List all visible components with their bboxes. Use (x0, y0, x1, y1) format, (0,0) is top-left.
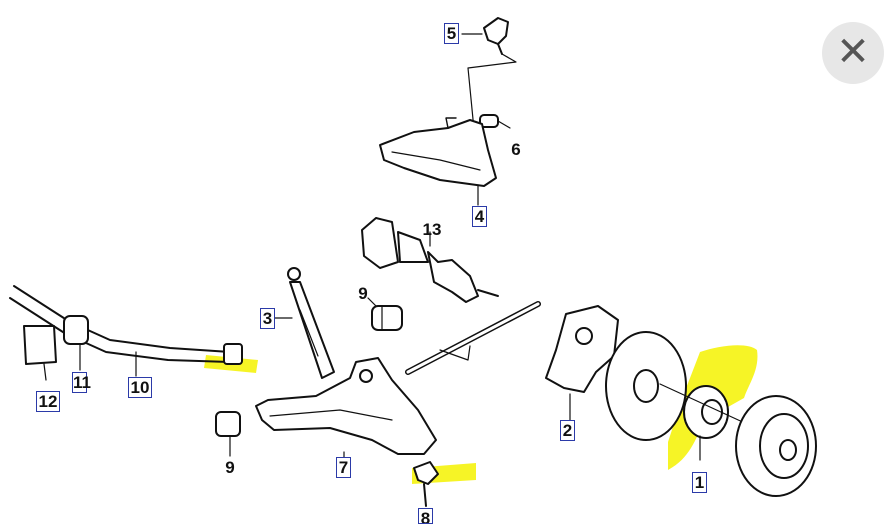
lower-arm-bushing-upper (367, 297, 403, 331)
callout-9-lower: 9 (225, 458, 235, 477)
callout-4: 4 (472, 206, 487, 227)
callout-9-upper: 9 (358, 284, 368, 303)
upper-arm-bushing (479, 114, 511, 129)
close-icon: ✕ (836, 29, 870, 75)
callout-7: 7 (336, 457, 351, 478)
callout-3: 3 (260, 308, 275, 329)
steering-knuckle (545, 305, 619, 421)
lower-control-arm (255, 357, 437, 471)
callout-6: 6 (511, 140, 521, 159)
close-button[interactable]: ✕ (822, 22, 884, 84)
lower-ball-joint (413, 461, 439, 507)
upper-ball-joint (461, 17, 517, 151)
callout-11: 11 (72, 372, 91, 393)
shock-absorber (273, 267, 335, 379)
stabilizer-bar (9, 285, 243, 377)
callout-5: 5 (444, 23, 459, 44)
callout-8: 8 (418, 508, 433, 524)
lower-arm-bushing-lower (215, 411, 241, 457)
callout-1: 1 (692, 472, 707, 493)
callout-12: 12 (36, 391, 60, 412)
cv-axle-shaft (361, 217, 499, 303)
stabilizer-bracket (23, 315, 89, 381)
strut-rod (405, 301, 541, 375)
callout-2: 2 (560, 420, 575, 441)
upper-control-arm (379, 117, 497, 206)
callout-10: 10 (128, 377, 152, 398)
splash-shield (605, 331, 687, 441)
callout-13: 13 (422, 220, 442, 239)
brake-rotor (735, 395, 817, 497)
wheel-hub-bearing (659, 383, 761, 461)
